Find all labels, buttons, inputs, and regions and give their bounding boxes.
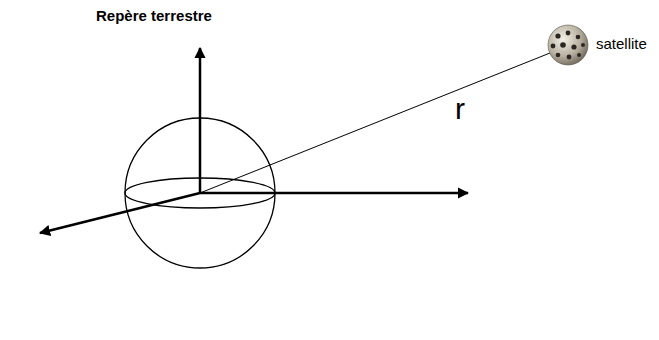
y-axis — [200, 192, 468, 195]
radius-symbol: r — [455, 92, 465, 125]
x-axis — [40, 193, 200, 233]
satellite-ball — [548, 25, 588, 65]
z-axis — [199, 48, 202, 193]
frame-title: Repère terrestre — [96, 8, 212, 25]
satellite-label: satellite — [596, 36, 647, 53]
radius-line — [200, 53, 550, 193]
